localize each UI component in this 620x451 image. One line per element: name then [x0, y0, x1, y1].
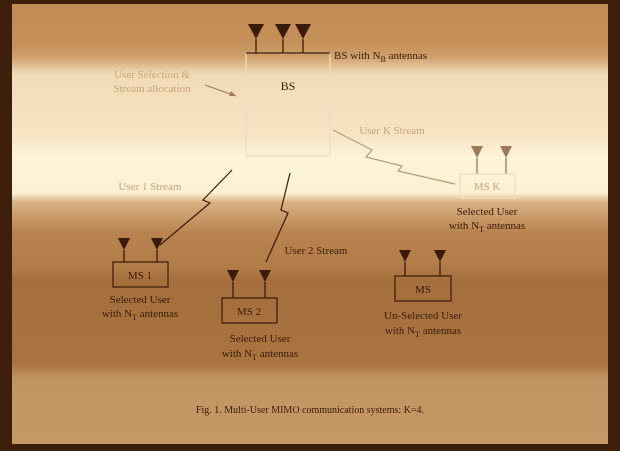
ms-2-box — [221, 297, 278, 324]
ms-k-caption-2: with NT antennas — [449, 220, 525, 234]
bs-description: BS with NB antennas — [334, 50, 427, 64]
ms-caption-2: with NT antennas — [385, 325, 461, 339]
antenna-icon — [295, 24, 311, 39]
link-user-k — [332, 129, 456, 185]
annotation-line-1: User Selection & — [114, 69, 190, 81]
antenna-icon — [151, 238, 163, 250]
ms-k-label: MS K — [474, 181, 501, 193]
ms-k-box — [459, 173, 516, 199]
user-selection-annotation: User Selection & Stream allocation — [113, 69, 237, 97]
bs-antennas — [246, 24, 330, 54]
antenna-icon — [471, 146, 483, 158]
figure-caption: Fig. 1. Multi-User MIMO communication sy… — [196, 405, 424, 416]
station-ms-k: MS K Selected User with NT antennas — [449, 146, 525, 234]
ms-box — [394, 275, 452, 302]
ms-2-caption-2: with NT antennas — [222, 348, 298, 362]
stream-label-user-k: User K Stream — [359, 125, 425, 137]
ms-2-label: MS 2 — [237, 306, 261, 318]
ms-1-caption-2: with NT antennas — [102, 308, 178, 322]
link-user-1 — [159, 169, 233, 246]
ms-1-label: MS 1 — [128, 270, 152, 282]
ms-1-box — [112, 261, 169, 288]
ms-k-caption-1: Selected User — [457, 206, 518, 218]
stream-label-user-1: User 1 Stream — [119, 181, 182, 193]
annotation-line-2: Stream allocation — [113, 83, 191, 95]
antenna-icon — [399, 250, 411, 262]
ms-1-caption-1: Selected User — [110, 294, 171, 306]
antenna-icon — [500, 146, 512, 158]
station-ms-1: MS 1 Selected User with NT antennas — [102, 238, 178, 322]
arrow-head-icon — [229, 91, 236, 96]
base-station: BS BS with NB antennas — [245, 24, 427, 157]
ms-label: MS — [415, 284, 431, 296]
antenna-icon — [118, 238, 130, 250]
diagram-background — [12, 4, 608, 444]
ms-caption-1: Un-Selected User — [384, 310, 462, 322]
antenna-icon — [227, 270, 239, 282]
antenna-icon — [434, 250, 446, 262]
link-user-2 — [265, 172, 291, 263]
antenna-icon — [259, 270, 271, 282]
antenna-icon — [275, 24, 291, 39]
bs-label: BS — [281, 79, 296, 93]
stream-label-user-2: User 2 Stream — [285, 245, 348, 257]
station-ms-unselected: MS Un-Selected User with NT antennas — [384, 250, 462, 339]
station-ms-2: MS 2 Selected User with NT antennas — [221, 270, 298, 362]
ms-2-caption-1: Selected User — [230, 333, 291, 345]
antenna-icon — [248, 24, 264, 39]
